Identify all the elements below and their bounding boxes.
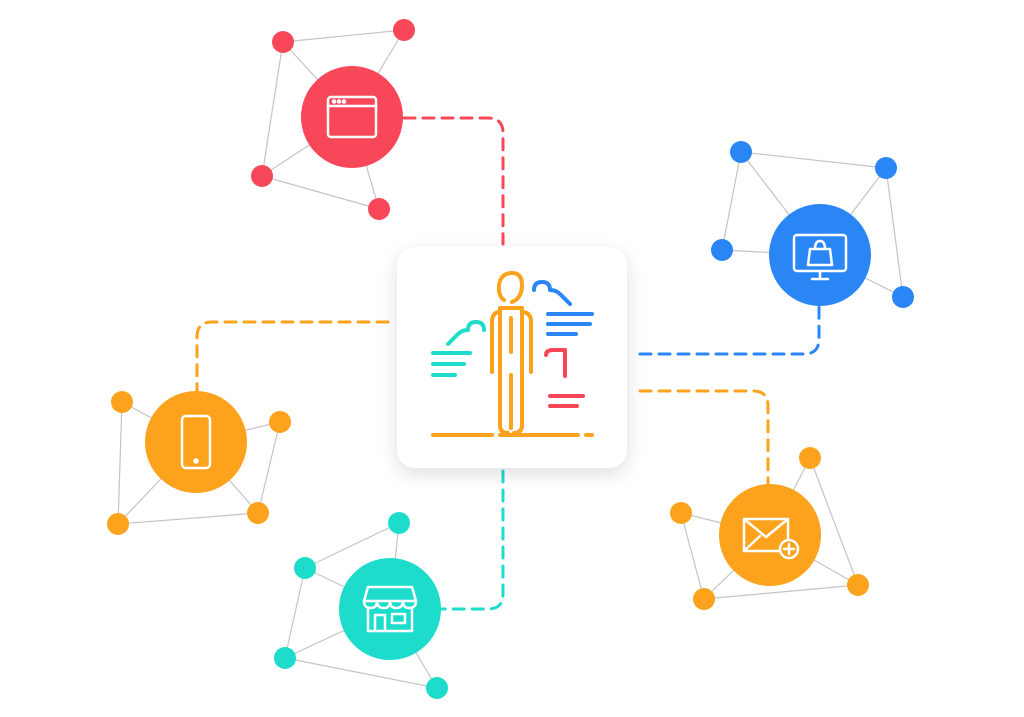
- connector-store: [440, 469, 505, 611]
- network-dot: [251, 165, 273, 187]
- network-dot: [388, 512, 410, 534]
- browser-window-icon: [326, 95, 378, 139]
- storefront-icon: [362, 585, 418, 633]
- network-dot: [294, 557, 316, 579]
- network-dot: [368, 198, 390, 220]
- network-dot: [711, 239, 733, 261]
- network-dot: [693, 588, 715, 610]
- network-link: [257, 421, 281, 514]
- network-link: [680, 512, 705, 600]
- network-dot: [269, 411, 291, 433]
- network-link: [740, 151, 887, 169]
- connector-email: [638, 389, 770, 486]
- network-dot: [107, 513, 129, 535]
- node-web: [251, 19, 415, 220]
- network-link: [304, 522, 400, 569]
- connector-mobile: [195, 320, 390, 392]
- node-mobile: [107, 391, 291, 535]
- network-dot: [670, 502, 692, 524]
- network-link: [284, 657, 438, 689]
- network-dot: [247, 502, 269, 524]
- smartphone-icon: [180, 414, 212, 470]
- network-dot: [799, 447, 821, 469]
- network-link: [261, 175, 380, 210]
- network-dot: [274, 647, 296, 669]
- node-circle: [339, 558, 441, 660]
- monitor-shopping-bag-icon: [792, 233, 848, 281]
- network-link: [703, 584, 859, 600]
- network-link: [284, 567, 306, 659]
- network-link: [721, 151, 742, 251]
- node-email: [670, 447, 869, 610]
- network-dot: [730, 141, 752, 163]
- email-add-icon: [742, 517, 800, 560]
- network-dot: [892, 286, 914, 308]
- network-link: [809, 457, 859, 586]
- network-dot: [875, 157, 897, 179]
- connector-ecommerce: [638, 304, 821, 356]
- network-dot: [426, 677, 448, 699]
- network-dot: [847, 574, 869, 596]
- network-link: [261, 41, 284, 177]
- node-circle: [769, 204, 871, 306]
- node-circle: [145, 391, 247, 493]
- network-dot: [393, 19, 415, 41]
- connector-web: [402, 116, 505, 246]
- network-dot: [272, 31, 294, 53]
- network-link: [117, 512, 259, 525]
- person-service-icon: [431, 271, 594, 437]
- network-link: [885, 167, 904, 298]
- center-card: [397, 247, 627, 468]
- node-store: [274, 512, 448, 699]
- network-link: [282, 29, 405, 43]
- node-circle: [301, 66, 403, 168]
- network-link: [117, 401, 123, 525]
- node-ecommerce: [711, 141, 914, 308]
- network-dot: [111, 391, 133, 413]
